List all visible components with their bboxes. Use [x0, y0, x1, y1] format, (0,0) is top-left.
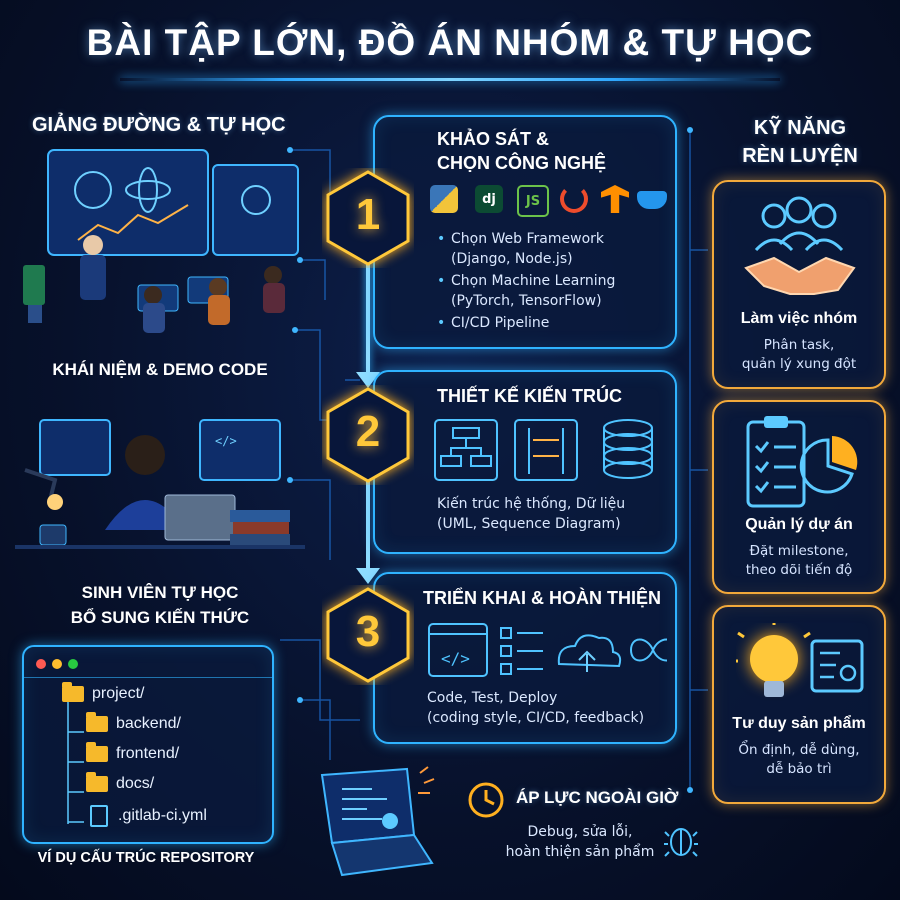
lightbulb-icon [736, 623, 864, 697]
tree-lines [67, 702, 84, 824]
svg-text:</>: </> [215, 434, 237, 448]
repo-item-backend: backend/ [86, 711, 181, 733]
window-maximize-dot [68, 659, 78, 669]
handshake-icon [744, 196, 856, 295]
step-2-panel: THIẾT KẾ KIẾN TRÚC Kiến trúc hệ thống, D… [373, 370, 677, 554]
step-1-bullets: •Chọn Web Framework(Django, Node.js) •Ch… [437, 229, 667, 335]
self-study-caption-line1: SINH VIÊN TỰ HỌC [81, 583, 239, 602]
skill-card-project-management: Quản lý dự án Đặt milestone, theo dõi ti… [712, 400, 886, 594]
lecture-caption: KHÁI NIỆM & DEMO CODE [52, 360, 268, 379]
skill-title-project-management: Quản lý dự án [745, 516, 853, 533]
step-1-title: KHẢO SÁT & CHỌN CÔNG NGHỆ [437, 129, 607, 173]
self-study-caption-line2: BỔ SUNG KIẾN THỨC [70, 608, 250, 627]
clipboard-chart-icon [746, 416, 858, 508]
repo-item-gitlab-ci: .gitlab-ci.yml [90, 805, 207, 827]
step-1-hexagon [326, 170, 410, 266]
skill-title-teamwork: Làm việc nhóm [740, 310, 858, 327]
step-3-number: 3 [355, 607, 381, 656]
python-icon [430, 185, 458, 213]
skill-desc-teamwork: Phân task, quản lý xung đột [741, 337, 857, 372]
folder-icon [62, 681, 84, 702]
skill-title-product-thinking: Tư duy sản phẩm [732, 715, 866, 732]
laptop-bug-illustration [320, 766, 435, 877]
repo-caption: VÍ DỤ CẤU TRÚC REPOSITORY [37, 850, 255, 866]
bug-icon [664, 828, 698, 857]
step-3-description: Code, Test, Deploy (coding style, CI/CD,… [427, 690, 645, 726]
overtime-description: Debug, sửa lỗi, hoàn thiện sản phẩm [505, 824, 655, 860]
lecture-illustration [23, 149, 299, 333]
step-1-bullet: •CI/CD Pipeline [437, 315, 550, 331]
skill-desc-product-thinking: Ổn định, dễ dùng, dễ bảo trì [738, 742, 860, 777]
step-1-bullet: •Chọn Web Framework(Django, Node.js) [437, 231, 605, 267]
overtime-title: ÁP LỰC NGOÀI GIỜ [516, 788, 679, 807]
repo-item-root: project/ [62, 681, 144, 703]
lecture-section-title: GIẢNG ĐƯỜNG & TỰ HỌC [32, 114, 286, 136]
nodejs-icon: JS [517, 185, 549, 217]
deployment-icons: </> [428, 623, 667, 677]
step-2-title: THIẾT KẾ KIẾN TRÚC [437, 386, 623, 406]
self-study-illustration: </> [15, 419, 305, 549]
step-2-description: Kiến trúc hệ thống, Dữ liệu (UML, Sequen… [437, 496, 626, 532]
step-3-panel: TRIỂN KHAI & HOÀN THIỆN </> Code, Test, … [373, 572, 677, 744]
panel-divider [24, 677, 272, 678]
django-icon: dj [475, 185, 503, 213]
window-minimize-dot [52, 659, 62, 669]
page-title: BÀI TẬP LỚN, ĐỒ ÁN NHÓM & TỰ HỌC [86, 22, 814, 63]
skills-title: KỸ NĂNG RÈN LUYỆN [742, 117, 858, 167]
step-2-hexagon [326, 387, 410, 483]
step-1-number: 1 [355, 190, 381, 239]
step-3-hexagon [326, 587, 410, 683]
tensorflow-icon [601, 185, 629, 213]
step-2-number: 2 [355, 407, 381, 456]
self-study-caption: SINH VIÊN TỰ HỌC BỔ SUNG KIẾN THỨC [20, 580, 300, 630]
step-3-title: TRIỂN KHAI & HOÀN THIỆN [423, 588, 661, 608]
svg-text:</>: </> [441, 649, 470, 668]
window-close-dot [36, 659, 46, 669]
repo-structure-panel: project/ backend/ frontend/ docs/ .gitla… [22, 645, 274, 844]
repo-item-docs: docs/ [86, 771, 154, 793]
clock-icon [468, 782, 504, 818]
title-divider [120, 78, 780, 81]
folder-icon [86, 771, 108, 792]
skill-card-teamwork: Làm việc nhóm Phân task, quản lý xung độ… [712, 180, 886, 389]
folder-icon [86, 711, 108, 732]
step-1-bullet: •Chọn Machine Learning(PyTorch, TensorFl… [437, 273, 616, 309]
architecture-icons [434, 419, 653, 481]
folder-icon [86, 741, 108, 762]
pytorch-icon [560, 185, 588, 213]
repo-item-frontend: frontend/ [86, 741, 179, 763]
skill-card-product-thinking: Tư duy sản phẩm Ổn định, dễ dùng, dễ bảo… [712, 605, 886, 804]
step-1-panel: KHẢO SÁT & CHỌN CÔNG NGHỆ dj JS •Chọn We… [373, 115, 677, 349]
docker-icon [637, 191, 667, 209]
file-icon [90, 805, 108, 827]
skill-desc-project-management: Đặt milestone, theo dõi tiến độ [745, 543, 853, 578]
